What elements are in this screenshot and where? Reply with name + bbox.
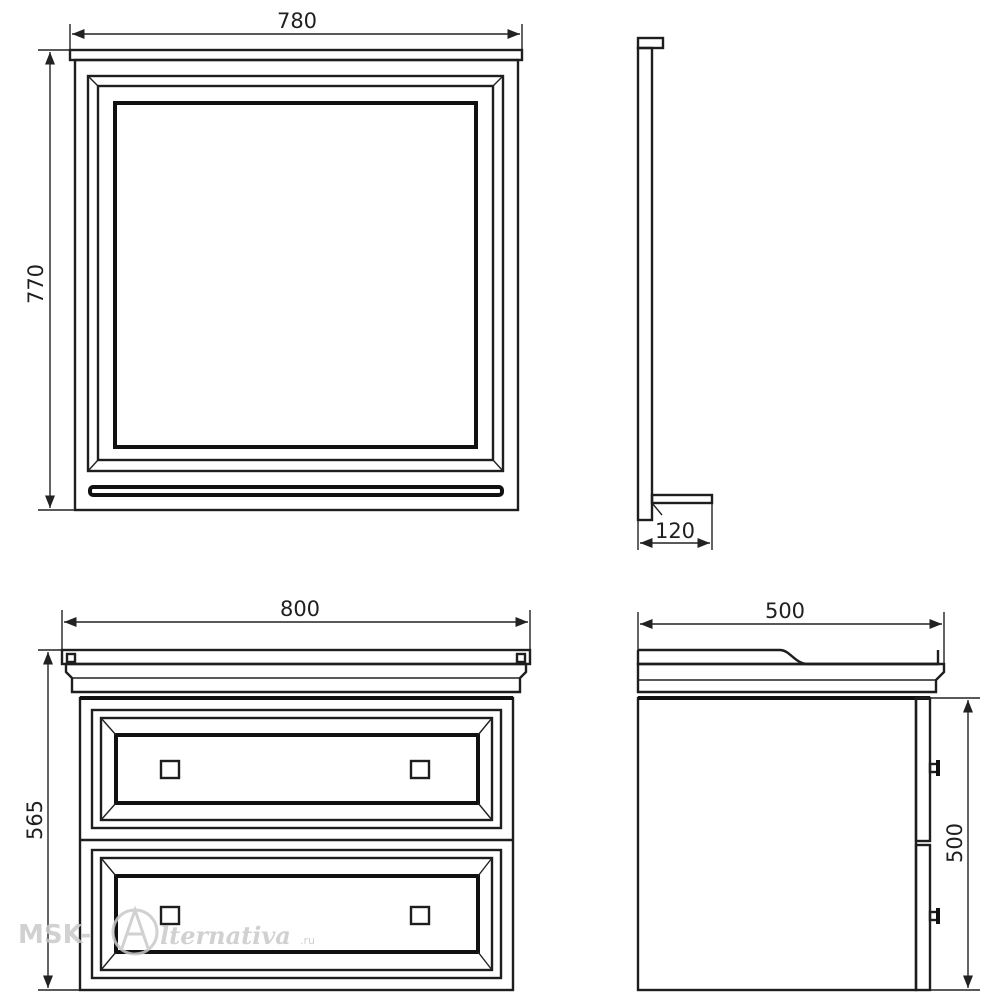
cabinet-front-view: 800 565 bbox=[23, 597, 532, 992]
cabinet-side-countertop bbox=[638, 648, 940, 666]
cabinet-countertop bbox=[60, 648, 532, 666]
drawer-bottom-handle-left[interactable] bbox=[159, 905, 181, 926]
cabinet-side-body bbox=[636, 696, 918, 992]
drawer-top-handle-right[interactable] bbox=[409, 759, 431, 780]
mirror-side-body bbox=[636, 46, 654, 522]
drawer-bottom-panel bbox=[114, 874, 480, 954]
mirror-shelf bbox=[88, 485, 504, 497]
drawer-top-panel bbox=[114, 733, 480, 805]
mirror-outer-frame bbox=[73, 58, 520, 512]
drawer-top-handle-left[interactable] bbox=[159, 759, 181, 780]
mirror-glass bbox=[113, 101, 478, 449]
cabinet-side-cornice bbox=[636, 662, 946, 694]
mirror-depth-label: 120 bbox=[655, 519, 695, 543]
cabinet-width-label: 800 bbox=[280, 597, 320, 621]
watermark-brand: MSK- bbox=[18, 920, 91, 950]
mirror-side-view: 120 bbox=[636, 36, 714, 550]
mirror-bevel-inner bbox=[96, 84, 495, 462]
mirror-cornice bbox=[68, 48, 524, 62]
cabinet-depth-label: 500 bbox=[765, 599, 805, 623]
mirror-width-label: 780 bbox=[277, 9, 317, 33]
mirror-bevel-outer bbox=[86, 74, 505, 473]
drawer-bottom[interactable] bbox=[90, 848, 503, 980]
watermark-logo-icon bbox=[111, 908, 159, 956]
mirror-front-view: 780 770 bbox=[24, 9, 524, 512]
cabinet-side-drawer-bottom bbox=[914, 843, 932, 992]
drawer-top[interactable] bbox=[90, 708, 503, 830]
cabinet-side-drawer-top bbox=[914, 696, 932, 843]
mirror-side-cornice bbox=[636, 36, 665, 50]
watermark: MSK- lternativa .ru bbox=[18, 905, 315, 956]
cabinet-side-height-label: 500 bbox=[943, 823, 967, 863]
mirror-height-label: 770 bbox=[24, 264, 48, 304]
drawer-bottom-handle-right[interactable] bbox=[409, 905, 431, 926]
cabinet-side-view: 500 500 bbox=[636, 599, 980, 992]
watermark-tld: .ru bbox=[300, 934, 315, 947]
mirror-side-shelf bbox=[650, 493, 714, 505]
cabinet-cornice bbox=[64, 662, 528, 694]
cabinet-body bbox=[78, 696, 515, 992]
cabinet-height-label: 565 bbox=[23, 800, 47, 840]
watermark-script: lternativa bbox=[160, 921, 291, 950]
